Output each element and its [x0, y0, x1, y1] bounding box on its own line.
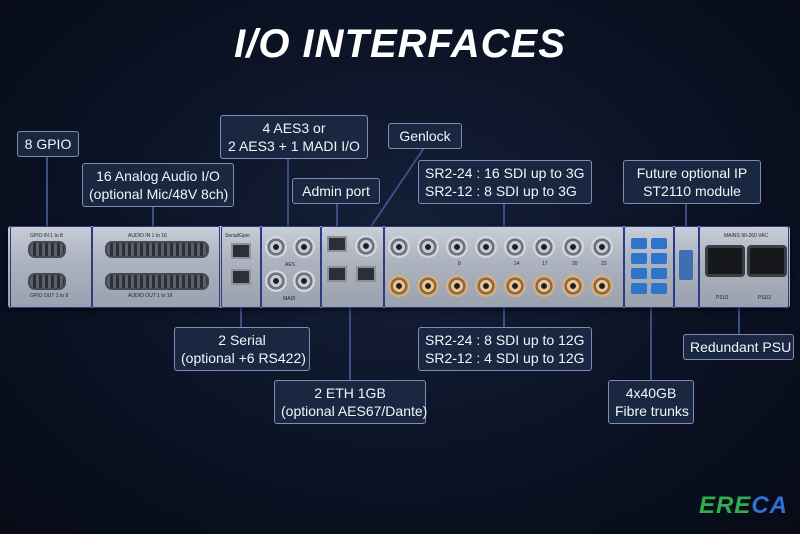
sdi-3g-bnc	[417, 236, 439, 258]
fibre-port	[651, 283, 667, 294]
audio-out-connector	[105, 273, 209, 290]
madi-bnc-2	[293, 270, 315, 292]
callout-gpio: 8 GPIO	[17, 131, 79, 157]
callout-serial: 2 Serial(optional +6 RS422)	[174, 327, 310, 371]
section-gpio	[10, 226, 92, 308]
callout-eth: 2 ETH 1GB(optional AES67/Dante)	[274, 380, 427, 424]
section-admin-eth-genlock	[321, 226, 384, 308]
section-fibre	[624, 226, 674, 308]
section-ip-module	[674, 226, 699, 308]
sdi-3g-bnc	[562, 236, 584, 258]
callout-analog-audio: 16 Analog Audio I/O(optional Mic/48V 8ch…	[82, 163, 234, 207]
psu1-inlet	[705, 245, 745, 277]
section-psu	[699, 226, 789, 308]
psu1-label: PSU1	[716, 295, 730, 301]
gpio-out-label: GPIO OUT 1 to 8	[30, 293, 69, 299]
sdi-3g-bnc	[475, 236, 497, 258]
section-analog-audio	[92, 226, 220, 308]
fibre-port	[631, 253, 647, 264]
madi-label: MADI	[283, 296, 296, 302]
line-genlock	[369, 144, 427, 229]
page-title: I/O INTERFACES	[234, 22, 566, 66]
fibre-port	[631, 238, 647, 249]
serial-port-1	[231, 243, 251, 259]
ip-module-slot	[679, 250, 693, 280]
sdi-3g-bnc	[591, 236, 613, 258]
fibre-port	[651, 238, 667, 249]
gpio-out-connector	[28, 273, 66, 290]
sdi-3g-bnc	[388, 236, 410, 258]
admin-port	[327, 236, 347, 252]
sdi-3g-bnc	[533, 236, 555, 258]
sdi-12g-bnc	[417, 275, 439, 297]
callout-admin-port: Admin port	[292, 178, 380, 204]
sdi-3g-bnc	[446, 236, 468, 258]
mains-label: MAINS 90-260 VAC	[724, 233, 769, 239]
sdi-number: 8	[458, 261, 461, 267]
sdi-12g-bnc	[388, 275, 410, 297]
fibre-port	[651, 268, 667, 279]
serial-port-2	[231, 269, 251, 285]
sdi-12g-bnc	[533, 275, 555, 297]
aes-label: AES	[285, 262, 296, 268]
section-sdi	[384, 226, 624, 308]
callout-psu: Redundant PSU	[683, 334, 794, 360]
gpio-in-label: GPIO IN 1 to 8	[30, 233, 63, 239]
gpio-in-connector	[28, 241, 66, 258]
sdi-12g-bnc	[562, 275, 584, 297]
madi-bnc-1	[265, 270, 287, 292]
sdi-12g-bnc	[446, 275, 468, 297]
psu2-inlet	[747, 245, 787, 277]
aes-bnc-2	[293, 236, 315, 258]
fibre-port	[651, 253, 667, 264]
sdi-number: 17	[542, 261, 548, 267]
sdi-12g-bnc	[475, 275, 497, 297]
eth-port-2	[356, 266, 376, 282]
audio-out-label: AUDIO OUT 1 to 16	[128, 293, 173, 299]
sdi-number: 14	[514, 261, 520, 267]
psu2-label: PSU2	[758, 295, 772, 301]
aes-bnc-1	[265, 236, 287, 258]
sdi-3g-bnc	[504, 236, 526, 258]
sdi-number: 23	[601, 261, 607, 267]
callout-genlock: Genlock	[388, 123, 462, 149]
eth-port-1	[327, 266, 347, 282]
section-serial	[221, 226, 261, 308]
ereca-logo: ERECA	[698, 492, 788, 519]
sdi-12g-bnc	[504, 275, 526, 297]
audio-in-connector	[105, 241, 209, 258]
sdi-12g-bnc	[591, 275, 613, 297]
fibre-port	[631, 283, 647, 294]
sdi-number: 20	[572, 261, 578, 267]
serial-gpio-label: Serial/Gpio	[225, 233, 250, 239]
genlock-bnc	[355, 235, 377, 257]
audio-in-label: AUDIO IN 1 to 16	[128, 233, 167, 239]
section-aes-madi	[261, 226, 321, 308]
fibre-port	[631, 268, 647, 279]
